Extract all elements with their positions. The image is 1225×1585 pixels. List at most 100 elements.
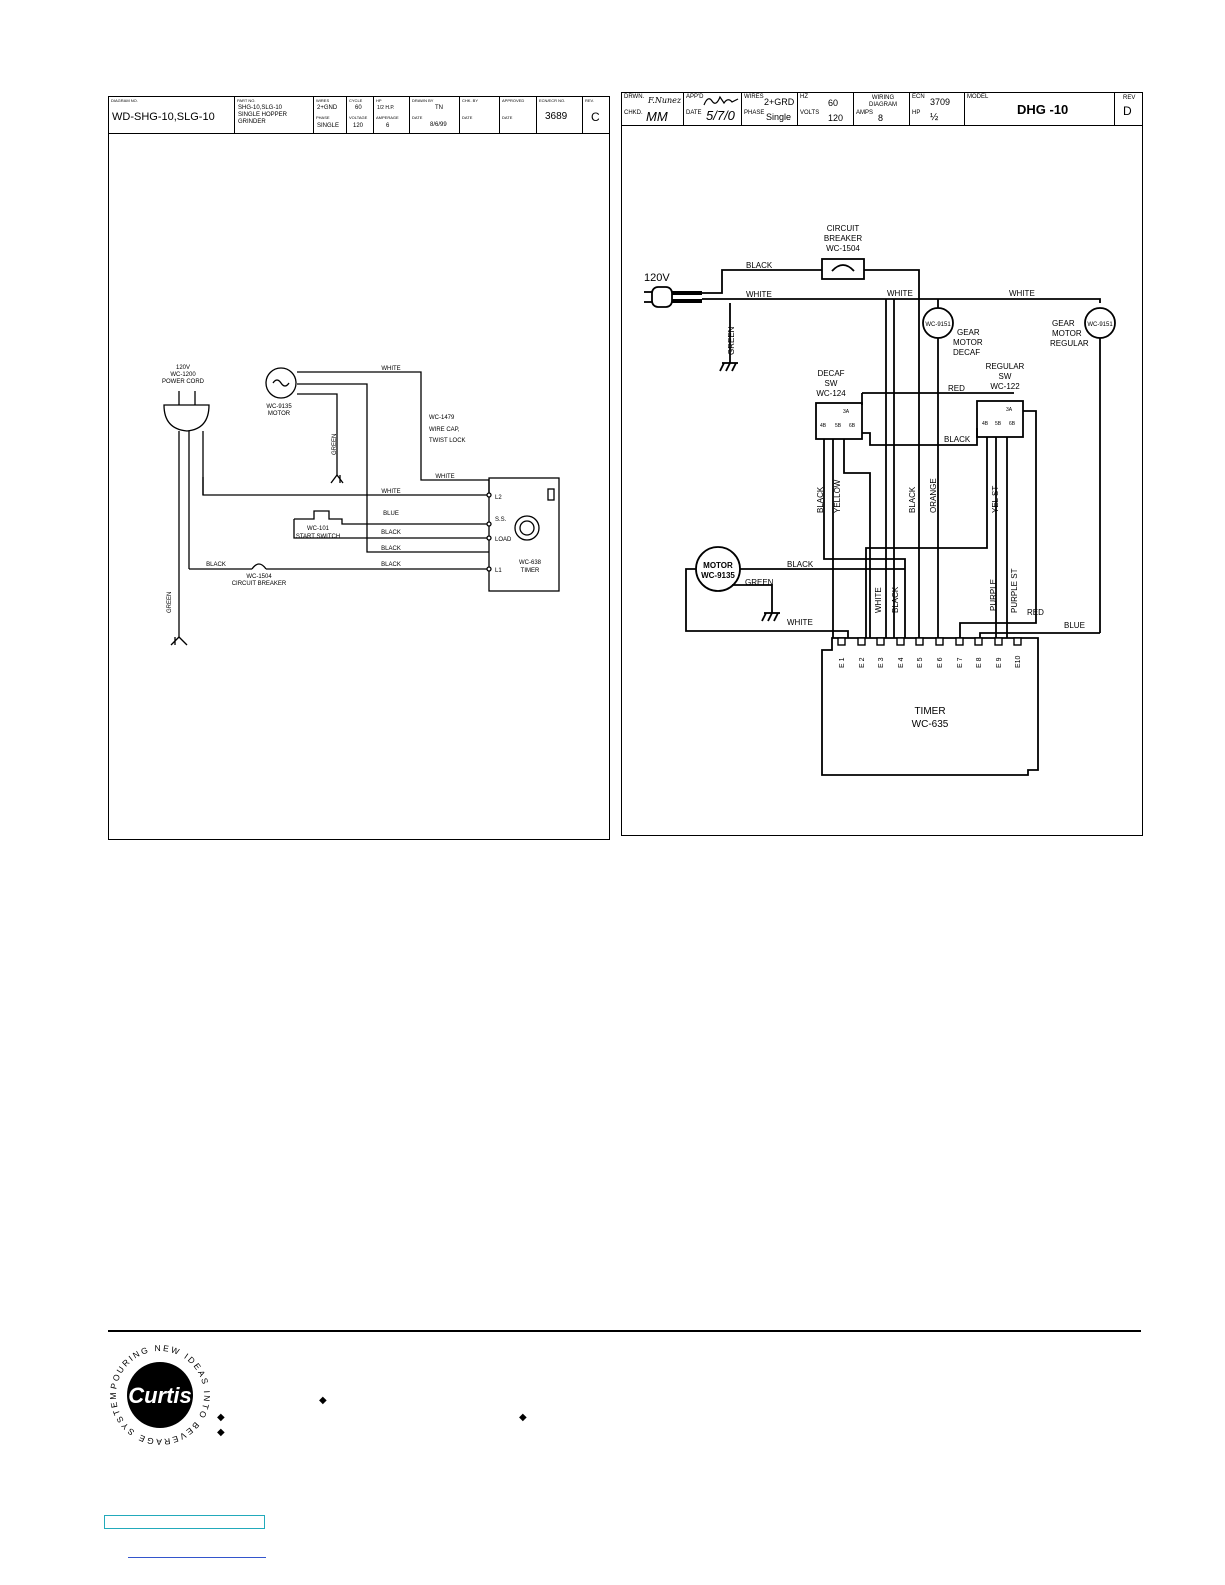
- right-timer-box: [821, 637, 1039, 776]
- diamond-bullet-3: ◆: [519, 1412, 527, 1423]
- footer-link-box[interactable]: [104, 1515, 265, 1529]
- start-switch-label: START SWITCH: [296, 534, 340, 540]
- right-wire-green-motor: GREEN: [745, 578, 774, 587]
- footer-link-underline[interactable]: [128, 1557, 266, 1558]
- drawn-label: DRAWN BY: [412, 98, 434, 103]
- wires-value: 2+GND: [317, 105, 338, 111]
- left-wiring-diagram: DIAGRAM NO. WD-SHG-10,SLG-10 PART NO. SH…: [108, 96, 610, 840]
- right-wire-white-right: WHITE: [1009, 289, 1035, 298]
- right-wires-value: 2+GRD: [764, 97, 795, 107]
- left-wire-green-2: GREEN: [167, 592, 173, 613]
- regular-sw-label-1: REGULAR: [986, 362, 1025, 371]
- diamond-bullet-2: ◆: [217, 1412, 225, 1423]
- right-ecn-label: ECN: [912, 94, 925, 100]
- right-date-value: 5/7/0: [706, 108, 735, 123]
- regular-pin-6b: 6B: [1009, 421, 1016, 427]
- right-breaker-box: [821, 258, 865, 280]
- gear-decaf-label-2: MOTOR: [953, 338, 983, 347]
- left-schematic: 120V WC-1200 POWER CORD WC-9135 MOTOR WH…: [162, 365, 560, 646]
- right-amps-value: 8: [878, 113, 884, 123]
- terminal-e6: E 6: [937, 657, 944, 668]
- terminal-e5: E 5: [917, 657, 924, 668]
- hp-value: 1/2 H.P.: [377, 105, 395, 111]
- decaf-sw-part: WC-124: [816, 389, 846, 398]
- right-hp-label: HP: [912, 110, 921, 116]
- right-hp-value: ½: [930, 112, 939, 123]
- rev-value: C: [591, 110, 600, 124]
- terminal-e3: E 3: [878, 657, 885, 668]
- start-switch-part: WC-101: [307, 526, 330, 532]
- part-description: SINGLE HOPPER GRINDER: [238, 112, 288, 125]
- part-no-cell: PART NO. SHG-10,SLG-10 SINGLE HOPPER GRI…: [235, 97, 314, 133]
- right-drawn-label: DRWN.: [624, 94, 645, 100]
- right-rev-value: D: [1123, 104, 1132, 118]
- right-wire-black-vert-3: BLACK: [891, 586, 900, 613]
- right-wire-white-main: WHITE: [746, 290, 772, 299]
- terminal-e10: E10: [1015, 655, 1022, 668]
- right-title-block: DRWN. F.Nunez CHKD. MM APP'D DATE 5/7/0 …: [622, 93, 1142, 126]
- right-wire-white-vert: WHITE: [874, 587, 883, 613]
- right-volts-value: 120: [828, 113, 844, 123]
- left-wire-green-1: GREEN: [332, 434, 338, 455]
- amperage-label: AMPERAGE: [376, 115, 399, 120]
- right-wire-black-switch: BLACK: [944, 435, 971, 444]
- decaf-switch-box: [815, 402, 863, 440]
- left-wire-black-2: BLACK: [381, 546, 401, 552]
- decaf-pin-4b: 4B: [820, 423, 827, 429]
- power-cord-label-1: 120V: [176, 365, 190, 371]
- gear-regular-label-3: REGULAR: [1050, 339, 1089, 348]
- terminal-ss: S.S.: [495, 517, 507, 523]
- right-model-value: DHG -10: [1017, 102, 1069, 117]
- right-wire-yel-st: YEL ST: [991, 486, 1000, 513]
- left-motor-circle: [265, 367, 297, 399]
- part-no-label: PART NO.: [237, 98, 256, 103]
- right-wiring-label: WIRING DIAGRAM: [868, 95, 897, 108]
- regular-pin-5b: 5B: [995, 421, 1002, 427]
- rev-label: REV.: [585, 98, 594, 103]
- right-wire-orange: ORANGE: [929, 478, 938, 513]
- right-rev-label: REV: [1123, 95, 1136, 101]
- right-timer-label: TIMER: [914, 706, 945, 717]
- ecn-cell: ECN/ECR NO. 3689: [537, 97, 583, 133]
- right-wiring-diagram: DRWN. F.Nunez CHKD. MM APP'D DATE 5/7/0 …: [621, 92, 1143, 836]
- drawn-cell: DRAWN BY TN DATE 8/6/99: [410, 97, 460, 133]
- right-breaker-label-2: BREAKER: [824, 234, 862, 243]
- right-hz-value: 60: [828, 98, 839, 108]
- gear-decaf-label-1: GEAR: [957, 328, 980, 337]
- right-wire-purple: PURPLE: [989, 579, 998, 611]
- right-wire-green-cord: GREEN: [727, 326, 736, 355]
- amperage-value: 6: [386, 123, 390, 129]
- drawn-value: TN: [435, 105, 443, 111]
- cycle-value: 60: [355, 105, 362, 111]
- diamond-bullet-1: ◆: [319, 1395, 327, 1406]
- right-motor-name: MOTOR: [703, 561, 733, 570]
- diagram-no-label: DIAGRAM NO.: [111, 98, 138, 103]
- left-motor-part: WC-9135: [266, 404, 292, 410]
- power-cord-label-2: WC-1200: [170, 372, 196, 378]
- right-wire-white-motor: WHITE: [787, 618, 813, 627]
- right-phase-label: PHASE: [744, 110, 765, 116]
- right-wire-black-motor: BLACK: [787, 560, 814, 569]
- diagram-no-cell: DIAGRAM NO. WD-SHG-10,SLG-10: [109, 97, 235, 133]
- terminal-e8: E 8: [976, 657, 983, 668]
- right-drawn-value: F.Nunez: [648, 96, 682, 105]
- decaf-pin-3a: 3A: [843, 409, 850, 415]
- right-motor-part: WC-9135: [701, 571, 735, 580]
- left-wire-white-3: WHITE: [381, 489, 400, 495]
- right-wire-red-top: RED: [948, 384, 965, 393]
- approved-cell: APPROVED DATE: [500, 97, 537, 133]
- regular-switch-box: [976, 400, 1024, 438]
- right-ecn-value: 3709: [930, 97, 951, 107]
- checked-label: CHK. BY: [462, 98, 479, 103]
- right-drawn-cell: DRWN. F.Nunez CHKD. MM: [622, 93, 684, 125]
- left-motor-label: MOTOR: [268, 411, 291, 417]
- power-plug: [163, 404, 210, 432]
- right-wires-cell: WIRES 2+GRD PHASE Single: [742, 93, 798, 125]
- terminal-e4: E 4: [898, 657, 905, 668]
- wire-cap-label-2: TWIST LOCK: [429, 438, 466, 444]
- rev-cell: REV. C: [583, 97, 609, 133]
- right-model-cell: MODEL DHG -10: [965, 93, 1115, 125]
- decaf-sw-label-2: SW: [825, 379, 838, 388]
- decaf-sw-label-1: DECAF: [817, 369, 844, 378]
- date-value: 8/6/99: [430, 122, 447, 128]
